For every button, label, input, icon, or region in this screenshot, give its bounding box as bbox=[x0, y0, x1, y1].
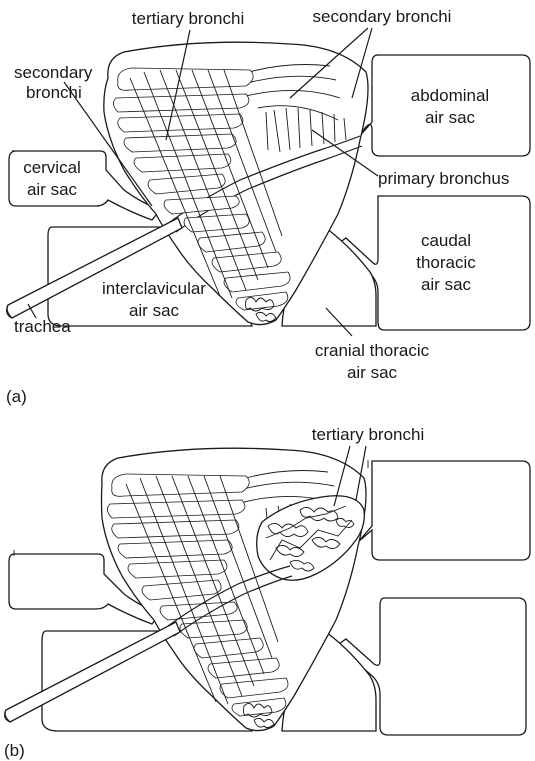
panel-a-caption: (a) bbox=[6, 387, 27, 406]
abdominal-air-sac-b bbox=[358, 461, 530, 560]
label-cervical-2: air sac bbox=[27, 180, 78, 199]
label-secondary-bronchi-left-2: bronchi bbox=[26, 83, 82, 102]
label-caudal-3: air sac bbox=[421, 275, 472, 294]
panel-b: tertiary bronchi (b) bbox=[4, 425, 530, 760]
panel-a: tertiary bronchi secondary bronchi secon… bbox=[6, 7, 530, 406]
label-cervical-1: cervical bbox=[23, 158, 81, 177]
label-tertiary-bronchi: tertiary bronchi bbox=[132, 9, 244, 28]
label-caudal-2: thoracic bbox=[416, 253, 476, 272]
label-caudal-1: caudal bbox=[421, 231, 471, 250]
label-interclavicular-2: air sac bbox=[129, 301, 180, 320]
label-interclavicular-1: interclavicular bbox=[102, 279, 206, 298]
panel-b-caption: (b) bbox=[4, 741, 25, 760]
label-cranial-2: air sac bbox=[347, 363, 398, 382]
label-secondary-bronchi-left-1: secondary bbox=[14, 63, 93, 82]
label-abdominal-2: air sac bbox=[425, 108, 476, 127]
label-abdominal-1: abdominal bbox=[411, 86, 489, 105]
label-secondary-bronchi-top: secondary bronchi bbox=[313, 7, 452, 26]
label-cranial-1: cranial thoracic bbox=[315, 341, 430, 360]
label-trachea: trachea bbox=[14, 317, 71, 336]
label-tertiary-bronchi-b: tertiary bronchi bbox=[312, 425, 424, 444]
abdominal-air-sac bbox=[358, 55, 530, 156]
label-primary-bronchus: primary bronchus bbox=[378, 169, 509, 188]
